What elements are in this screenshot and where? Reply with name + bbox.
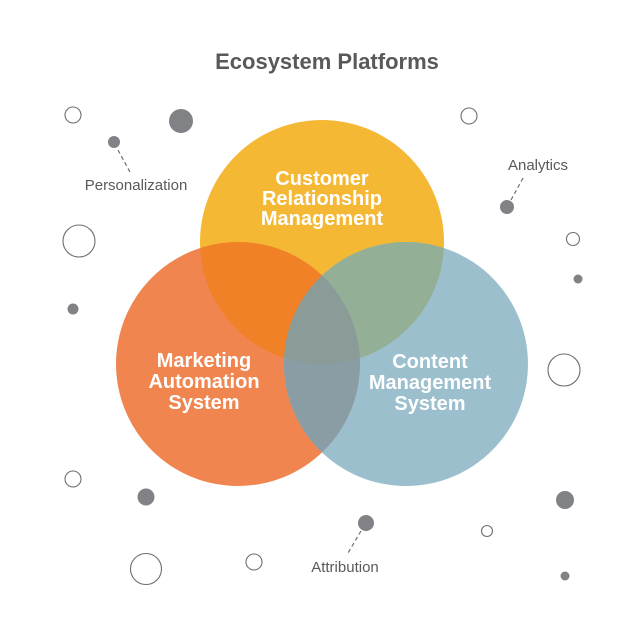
decorative-dot-outline [565, 231, 581, 247]
decorative-dot-outline [245, 553, 263, 571]
annotation-label: Analytics [508, 157, 568, 174]
decorative-dot-outline [64, 106, 82, 124]
circle-label-line: Marketing [157, 350, 251, 372]
decorative-dot-filled [137, 488, 155, 506]
circle-label-line: Management [369, 372, 492, 394]
decorative-dot-outline [62, 224, 96, 258]
annotation-dot [108, 136, 120, 148]
circle-label-line: Content [392, 351, 468, 373]
circle-label-line: Relationship [262, 188, 382, 210]
decorative-dot-filled [67, 303, 79, 315]
circle-label-line: System [168, 392, 239, 414]
decorative-dot-outline [129, 552, 163, 586]
decorative-dot-filled [573, 274, 583, 284]
annotation-leader-line [117, 149, 132, 175]
annotation-label: Personalization [85, 177, 188, 194]
annotation-leader-line [510, 177, 524, 201]
overlap-crm-mas [200, 242, 360, 364]
annotation-dot [358, 515, 374, 531]
decorative-dot-outline [547, 353, 581, 387]
circle-label-line: Automation [148, 371, 259, 393]
decorative-dot-outline [460, 107, 478, 125]
decorative-dot-outline [64, 470, 82, 488]
decorative-dot-outline [480, 524, 494, 538]
annotation-leader-line [347, 530, 362, 554]
circle-label-line: Customer [275, 168, 369, 190]
annotation-label: Attribution [311, 559, 379, 576]
circle-label-line: System [394, 393, 465, 415]
decorative-dot-filled [556, 491, 574, 509]
overlap-crm-cms [284, 242, 444, 364]
circle-label-line: Management [261, 208, 384, 230]
page-title: Ecosystem Platforms [215, 49, 439, 74]
decorative-dot-filled [169, 109, 193, 133]
decorative-dot-filled [560, 571, 570, 581]
annotation-dot [500, 200, 514, 214]
